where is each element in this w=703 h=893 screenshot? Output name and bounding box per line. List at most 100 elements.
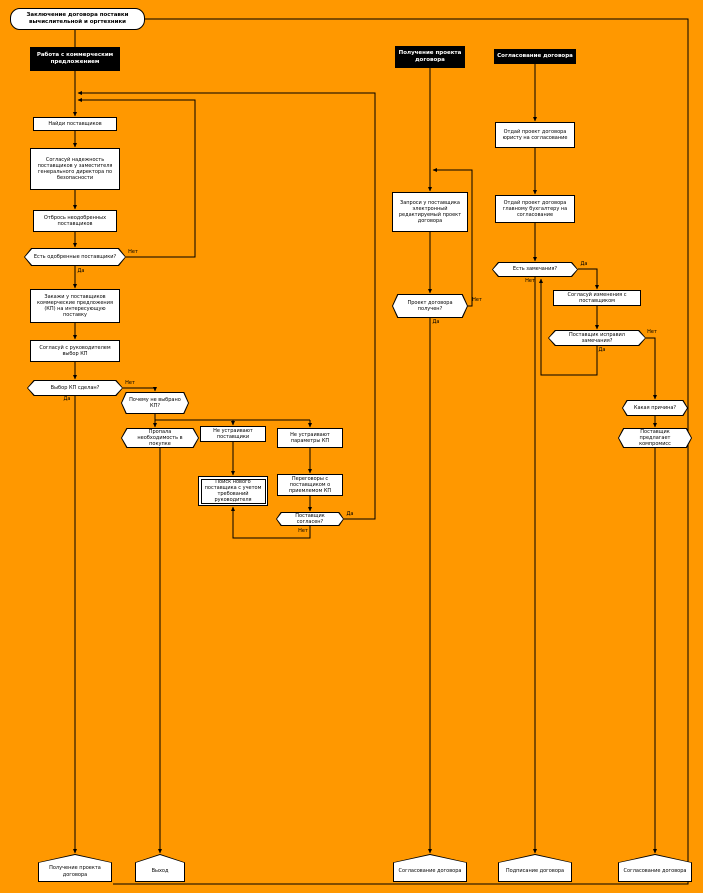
- step-find-suppliers-label: Найди поставщиков: [48, 120, 102, 127]
- decision-supplier-fixed-body: Поставщик исправил замечания?: [549, 331, 645, 345]
- edge-label-6: Нет: [472, 297, 482, 303]
- step-negotiate-offer: Переговоры с поставщиком о приемлемом КП: [277, 474, 343, 496]
- decision-draft-received-label: Проект договора получен?: [407, 299, 453, 312]
- step-negotiate-offer-label: Переговоры с поставщиком о приемлемом КП: [288, 475, 332, 495]
- step-give-to-lawyer: Отдай проект договора юристу на согласов…: [495, 122, 575, 148]
- decision-approved-suppliers: Есть одобренные поставщики?: [24, 248, 126, 266]
- offpage-signing-label: Подписание договора: [505, 868, 565, 875]
- offpage-approval-mid-label: Согласование договора: [398, 868, 462, 875]
- lane-header-get-draft: Получение проекта договора: [395, 46, 465, 68]
- start-node-label: Заключение договора поставки вычислитель…: [26, 12, 129, 25]
- edge-label-0: Нет: [128, 249, 138, 255]
- decision-what-reason-body: Какая причина?: [623, 401, 687, 415]
- decision-why-not-chosen-label: Почему не выбрано КП?: [129, 396, 181, 409]
- offpage-exit-body: Выход: [136, 855, 184, 881]
- offpage-signing: Подписание договора: [498, 854, 572, 882]
- lane-header-approval: Согласование договора: [494, 49, 576, 64]
- decision-no-need-label: Пропала необходимость в покупке: [137, 428, 183, 448]
- decision-any-remarks-body: Есть замечания?: [493, 263, 577, 276]
- decision-supplier-compromise-body: Поставщик предлагает компромисс: [619, 429, 691, 447]
- edge-label-8: Да: [580, 261, 588, 267]
- offpage-signing-body: Подписание договора: [499, 855, 571, 881]
- decision-no-need-body: Пропала необходимость в покупке: [122, 429, 198, 447]
- offpage-approval-mid-body: Согласование договора: [394, 855, 466, 881]
- edge-label-3: Да: [63, 396, 71, 402]
- decision-supplier-compromise: Поставщик предлагает компромисс: [618, 428, 692, 448]
- connector-0: [113, 18, 689, 885]
- decision-what-reason: Какая причина?: [622, 400, 688, 416]
- edge-label-4: Да: [346, 511, 354, 517]
- decision-supplier-fixed: Поставщик исправил замечания?: [548, 330, 646, 346]
- decision-supplier-agrees: Поставщик согласен?: [276, 512, 344, 526]
- step-request-draft-label: Запроси у поставщика электронный редакти…: [398, 199, 462, 225]
- connector-20: [231, 506, 311, 539]
- decision-offer-chosen-body: Выбор КП сделан?: [28, 381, 122, 395]
- decision-supplier-compromise-label: Поставщик предлагает компромисс: [639, 428, 671, 448]
- decision-no-need: Пропала необходимость в покупке: [121, 428, 199, 448]
- edge-label-5: Нет: [298, 528, 308, 534]
- step-check-supplier-security: Согласуй надежность поставщиков у замест…: [30, 148, 120, 190]
- offpage-get-draft: Получение проекта договора: [38, 854, 112, 882]
- edge-label-2: Нет: [125, 380, 135, 386]
- offpage-approval-right-label: Согласование договора: [623, 868, 687, 875]
- step-bad-suppliers: Не устраивают поставщики: [200, 426, 266, 442]
- decision-supplier-agrees-body: Поставщик согласен?: [277, 513, 343, 525]
- offpage-get-draft-label: Получение проекта договора: [49, 865, 101, 878]
- start-node: Заключение договора поставки вычислитель…: [10, 8, 145, 30]
- step-approve-offer-choice: Согласуй с руководителем выбор КП: [30, 340, 120, 362]
- edge-label-7: Да: [432, 319, 440, 325]
- step-agree-changes-label: Согласуй изменения с поставщиком: [567, 291, 627, 304]
- edge-label-10: Нет: [647, 329, 657, 335]
- decision-draft-received: Проект договора получен?: [392, 294, 468, 318]
- step-approve-offer-choice-label: Согласуй с руководителем выбор КП: [39, 344, 111, 357]
- step-bad-offer-params: Не устраивают параметры КП: [277, 428, 343, 448]
- step-find-suppliers: Найди поставщиков: [33, 117, 117, 131]
- decision-offer-chosen-label: Выбор КП сделан?: [50, 384, 100, 391]
- step-bad-offer-params-label: Не устраивают параметры КП: [290, 431, 330, 444]
- lane-header-commercial-offer-label: Работа с коммерческим предложением: [36, 52, 114, 65]
- step-give-to-lawyer-label: Отдай проект договора юристу на согласов…: [502, 128, 568, 141]
- step-order-offers-label: Закажи у поставщиков коммерческие предло…: [37, 293, 113, 319]
- lane-header-get-draft-label: Получение проекта договора: [398, 50, 462, 63]
- step-give-to-accountant-label: Отдай проект договора главному бухгалтер…: [502, 199, 568, 219]
- lane-header-approval-label: Согласование договора: [497, 53, 573, 60]
- offpage-exit-label: Выход: [151, 868, 169, 875]
- connector-25: [432, 168, 473, 307]
- step-drop-unapproved-label: Отбрось неодобренных поставщиков: [43, 214, 107, 227]
- decision-why-not-chosen-body: Почему не выбрано КП?: [122, 393, 188, 413]
- step-drop-unapproved: Отбрось неодобренных поставщиков: [33, 210, 117, 232]
- decision-supplier-fixed-label: Поставщик исправил замечания?: [569, 331, 625, 344]
- connector-30: [578, 268, 599, 290]
- offpage-exit: Выход: [135, 854, 185, 882]
- step-give-to-accountant: Отдай проект договора главному бухгалтер…: [495, 195, 575, 223]
- step-bad-suppliers-label: Не устраивают поставщики: [213, 427, 253, 440]
- step-agree-changes: Согласуй изменения с поставщиком: [553, 290, 641, 306]
- decision-offer-chosen: Выбор КП сделан?: [27, 380, 123, 396]
- decision-any-remarks-label: Есть замечания?: [512, 266, 558, 273]
- step-search-new-supplier: Поиск нового поставщика с учетом требова…: [198, 476, 268, 506]
- decision-why-not-chosen: Почему не выбрано КП?: [121, 392, 189, 414]
- decision-supplier-agrees-label: Поставщик согласен?: [295, 512, 325, 525]
- offpage-approval-mid: Согласование договора: [393, 854, 467, 882]
- step-check-supplier-security-label: Согласуй надежность поставщиков у замест…: [37, 156, 113, 182]
- connector-11: [77, 91, 376, 520]
- edge-label-1: Да: [77, 268, 85, 274]
- decision-any-remarks: Есть замечания?: [492, 262, 578, 277]
- offpage-approval-right-body: Согласование договора: [619, 855, 691, 881]
- step-search-new-supplier-label: Поиск нового поставщика с учетом требова…: [204, 478, 262, 504]
- edge-label-9: Нет: [525, 278, 535, 284]
- step-order-offers: Закажи у поставщиков коммерческие предло…: [30, 289, 120, 323]
- decision-approved-suppliers-label: Есть одобренные поставщики?: [33, 253, 117, 260]
- connector-12: [123, 387, 157, 392]
- decision-approved-suppliers-body: Есть одобренные поставщики?: [25, 249, 125, 265]
- decision-draft-received-body: Проект договора получен?: [393, 295, 467, 317]
- lane-header-commercial-offer: Работа с коммерческим предложением: [30, 47, 120, 71]
- connector-10: [77, 98, 196, 258]
- decision-what-reason-label: Какая причина?: [633, 404, 677, 411]
- edge-label-11: Да: [598, 347, 606, 353]
- connector-32: [539, 278, 598, 376]
- offpage-approval-right: Согласование договора: [618, 854, 692, 882]
- connector-33: [646, 337, 657, 400]
